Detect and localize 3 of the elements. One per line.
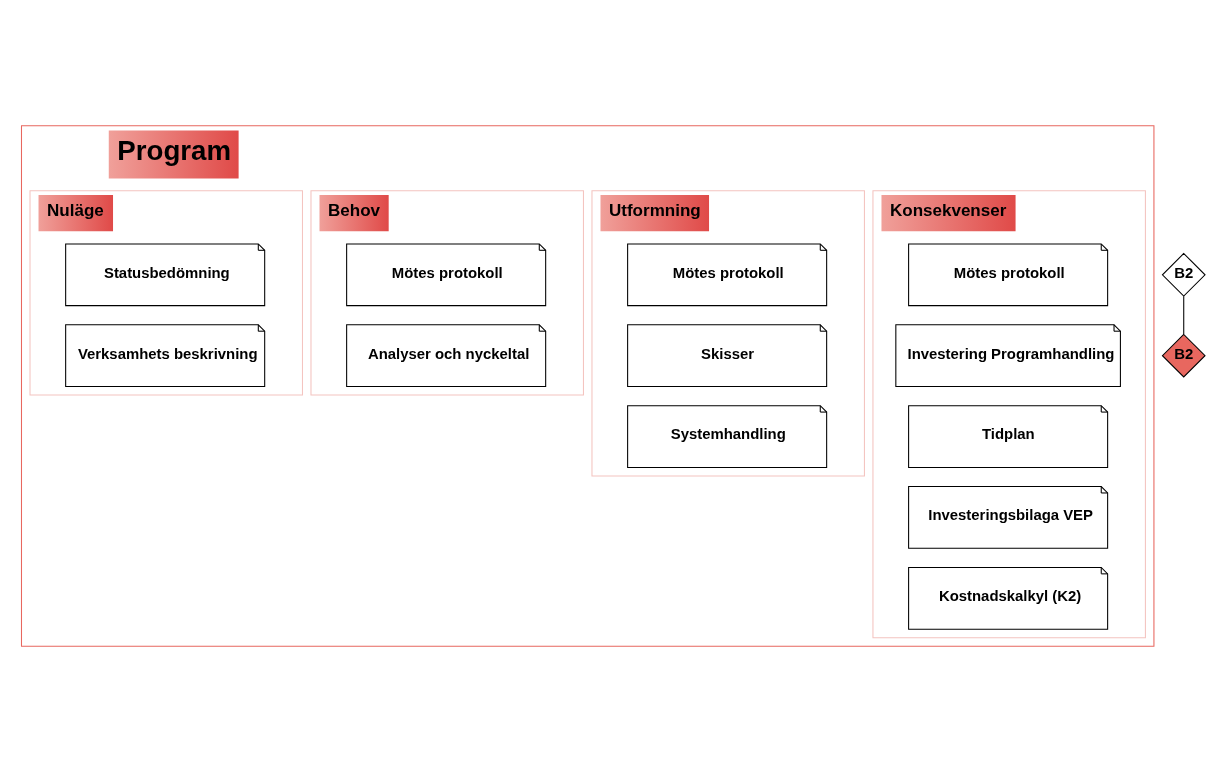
node-diamond: B2 [1161,333,1206,378]
connector [1183,295,1185,335]
node-diamond: B2 [1161,252,1206,297]
